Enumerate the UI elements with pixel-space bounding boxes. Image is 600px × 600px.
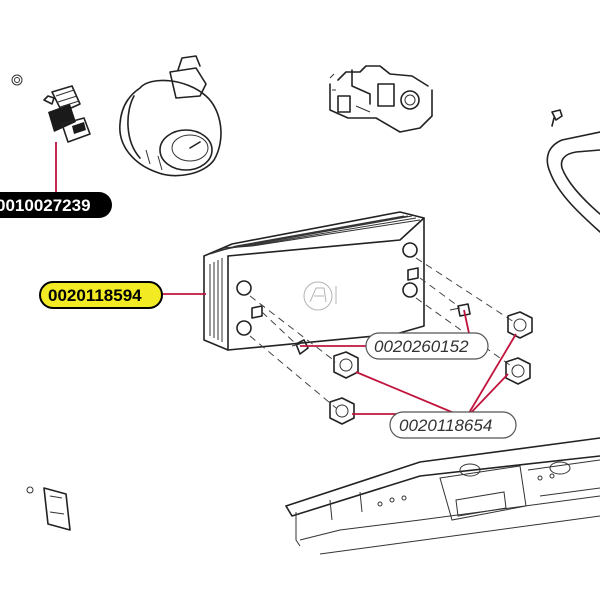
callout-screw[interactable]: 0020260152 [365, 332, 489, 360]
bracket-part [26, 486, 71, 531]
callout-sensor-text: 0010027239 [0, 196, 91, 215]
callout-screw-text: 0020260152 [374, 337, 469, 356]
screw-parts[interactable] [251, 267, 471, 355]
gas-valve-part [329, 65, 433, 133]
callout-heat-exchanger[interactable]: 0020118594 [39, 281, 163, 309]
heat-exchanger-part[interactable] [203, 211, 425, 351]
callout-seal[interactable]: 0020118654 [389, 411, 517, 439]
leader-lines [55, 142, 517, 419]
callout-sensor[interactable]: 0010027239 [0, 192, 112, 218]
callout-seal-text: 0020118654 [399, 416, 492, 435]
seal-parts[interactable] [329, 311, 533, 425]
pump-housing-part [119, 55, 222, 177]
callout-heat-exchanger-text: 0020118594 [48, 286, 142, 305]
pipe-part [546, 109, 600, 233]
chassis-part [285, 437, 600, 555]
sensor-part[interactable] [43, 85, 91, 143]
o-ring-part [11, 74, 23, 86]
